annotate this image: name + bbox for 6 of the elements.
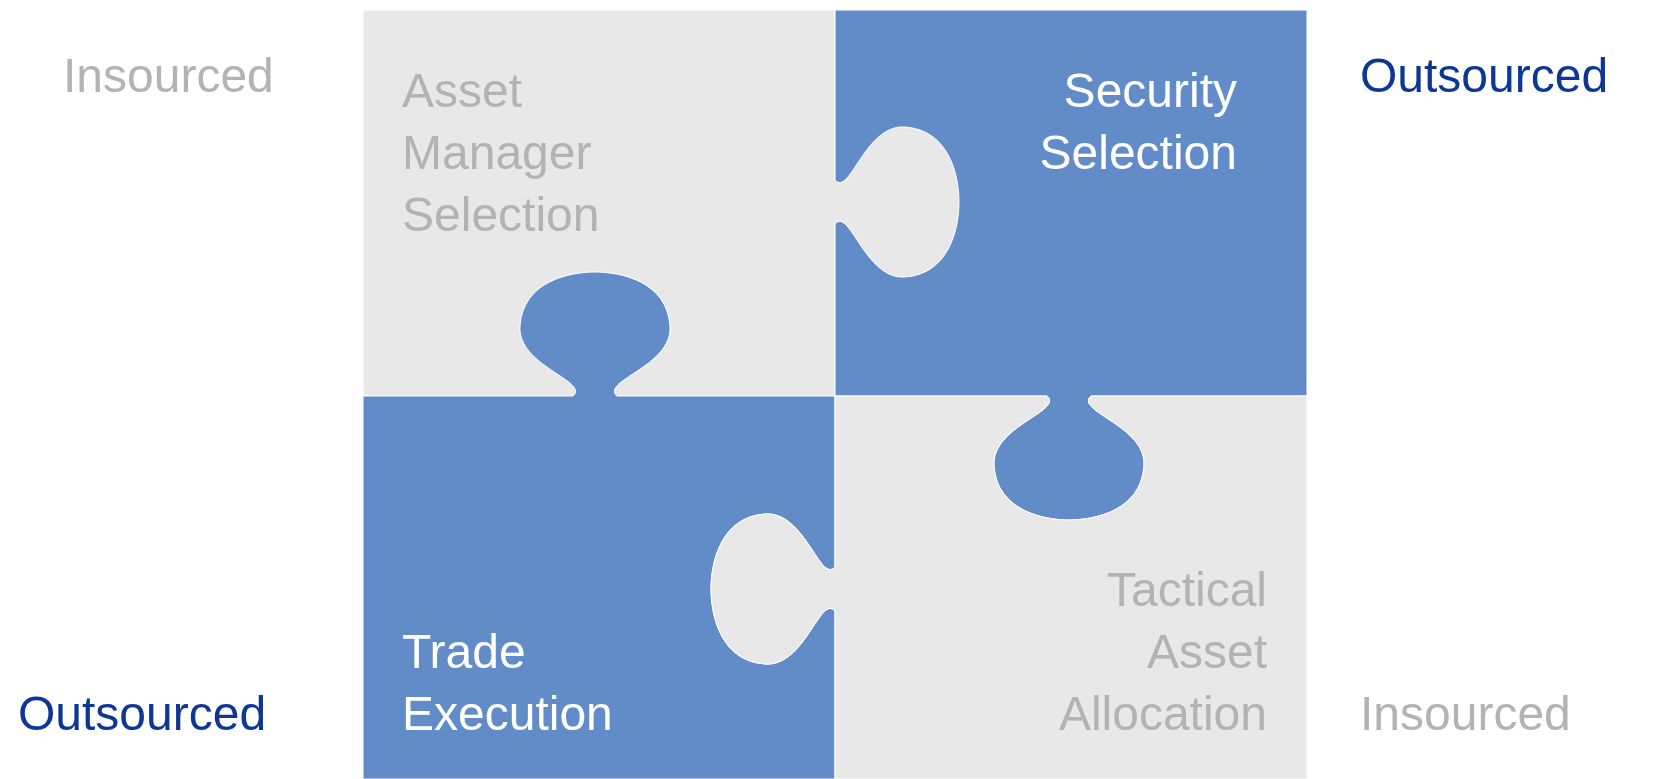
sourcing-label: Insourced: [63, 48, 274, 104]
sourcing-label: Outsourced: [1360, 48, 1609, 104]
sourcing-label: Insourced: [1360, 686, 1571, 742]
piece-label: Security Selection: [1038, 63, 1237, 181]
piece-label: Trade Execution: [402, 624, 614, 742]
sourcing-label: Outsourced: [18, 686, 267, 742]
